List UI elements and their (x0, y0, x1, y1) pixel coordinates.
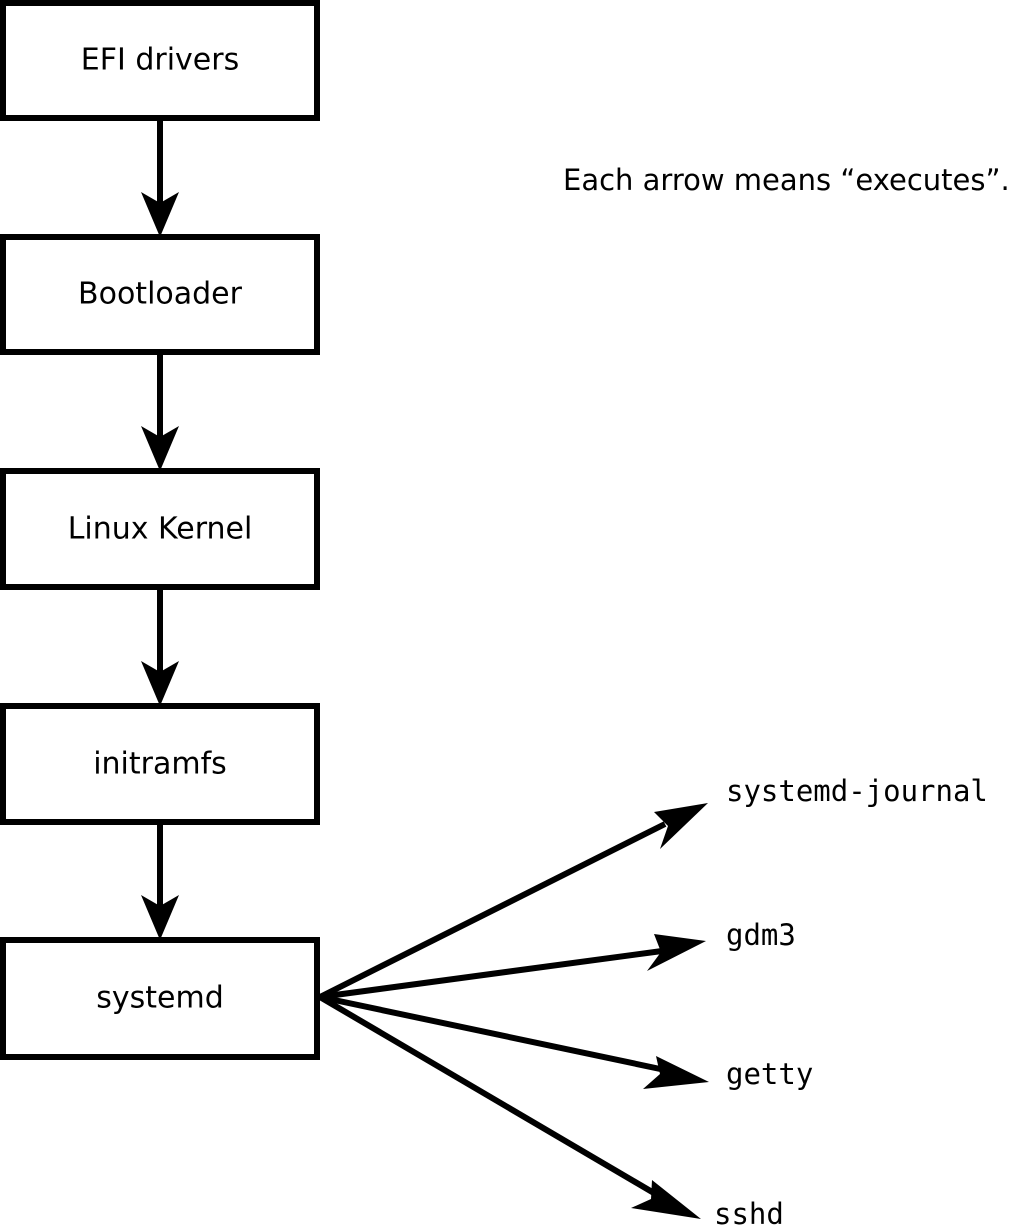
fanout-arrow-gdm3 (319, 934, 706, 1000)
stage-box-efi-drivers-label: EFI drivers (81, 43, 239, 78)
fanout-arrow-getty (319, 994, 709, 1089)
stage-box-efi-drivers[interactable]: EFI drivers (0, 0, 320, 121)
arrow-head-down-right-icon (631, 1180, 701, 1219)
stage-box-initramfs-rect (0, 703, 320, 825)
fanout-arrow-sshd (318, 994, 701, 1219)
arrow-head-down-icon (141, 192, 179, 237)
stage-box-efi-drivers-rect (0, 0, 320, 121)
arrow-head-up-right-icon (647, 934, 706, 971)
stage-box-bootloader-label: Bootloader (78, 277, 243, 312)
connector-kernel-to-initramfs (141, 587, 179, 706)
arrow-head-down-right-icon (643, 1056, 709, 1089)
arrow-head-down-icon (141, 426, 179, 471)
connector-initramfs-to-systemd (141, 822, 179, 940)
stage-box-bootloader[interactable]: Bootloader (0, 234, 320, 355)
connector-efi-to-bootloader (141, 118, 179, 237)
legend-caption: Each arrow means “executes”. (563, 163, 1010, 197)
stage-box-linux-kernel[interactable]: Linux Kernel (0, 468, 320, 590)
connector-bootloader-to-kernel (141, 352, 179, 471)
service-label-getty: getty (726, 1057, 813, 1091)
stage-box-initramfs-label: initramfs (93, 747, 227, 782)
arrow-head-down-icon (141, 895, 179, 940)
service-label-gdm3: gdm3 (726, 918, 796, 952)
stage-box-systemd-label: systemd (96, 981, 224, 1016)
service-label-systemd-journal: systemd-journal (726, 774, 988, 808)
stage-box-linux-kernel-label: Linux Kernel (68, 512, 253, 547)
fanout-arrow-systemd-journal (318, 803, 708, 1000)
stage-box-systemd[interactable]: systemd (0, 937, 320, 1060)
arrow-head-down-icon (141, 661, 179, 706)
arrow-head-up-right-icon (654, 803, 708, 849)
stage-box-initramfs[interactable]: initramfs (0, 703, 320, 825)
service-label-sshd: sshd (714, 1197, 784, 1230)
